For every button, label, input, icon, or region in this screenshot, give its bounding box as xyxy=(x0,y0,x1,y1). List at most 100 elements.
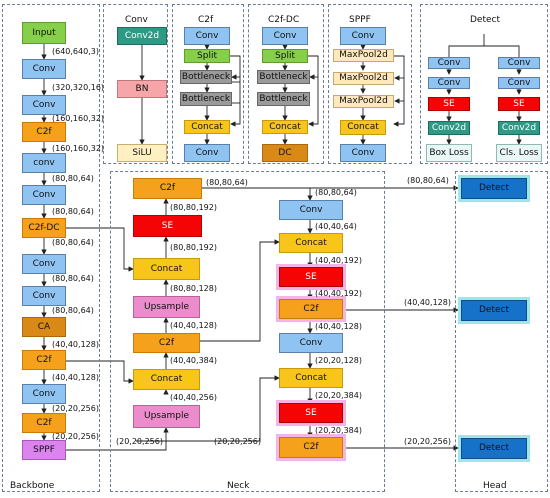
backbone-conv-3: conv xyxy=(22,153,66,173)
backbone-title: Backbone xyxy=(10,481,55,491)
neck-left-label: (40,40,384) xyxy=(170,356,217,365)
detect-module-conv-r1: Conv xyxy=(498,57,540,69)
detect-module-se-right: SE xyxy=(498,97,540,111)
backbone-c2f-3: C2f xyxy=(22,413,66,433)
head-title: Head xyxy=(483,481,507,491)
neck-concat-right-1: Concat xyxy=(279,233,343,253)
backbone-sppf: SPPF xyxy=(22,440,66,460)
backbone-ca: CA xyxy=(22,317,66,337)
neck-se-right-1: SE xyxy=(279,267,343,287)
neck-right-label: (40,40,128) xyxy=(315,322,362,331)
neck-title: Neck xyxy=(227,481,250,491)
backbone-label: (40,40,128) xyxy=(52,340,99,349)
sppf-module-title: SPPF xyxy=(349,15,371,25)
c2fdc-module-title: C2f-DC xyxy=(268,15,300,25)
neck-right-label: (80,80,64) xyxy=(315,188,357,197)
backbone-label: (160,160,32) xyxy=(52,114,105,123)
neck-concat-right-2: Concat xyxy=(279,368,343,388)
neck-c2f-right-1: C2f xyxy=(279,299,343,319)
backbone-panel xyxy=(2,4,100,492)
sppf-module-maxpool-2: MaxPool2d xyxy=(333,72,394,85)
c2f-module-bottleneck-2: Bottleneck xyxy=(180,92,232,106)
backbone-label: (80,80,64) xyxy=(52,238,94,247)
neck-panel xyxy=(110,171,385,492)
head-detect-3: Detect xyxy=(461,438,527,459)
neck-left-label: (80,80,192) xyxy=(170,203,217,212)
backbone-conv-7: Conv xyxy=(22,384,66,404)
detect-module-conv-l2: Conv xyxy=(428,77,470,89)
c2f-module-title: C2f xyxy=(198,15,214,25)
sppf-module-maxpool-1: MaxPool2d xyxy=(333,49,394,62)
c2fdc-module-split: Split xyxy=(262,49,308,63)
backbone-label: (80,80,64) xyxy=(52,207,94,216)
neck-left-label: (40,40,256) xyxy=(170,393,217,402)
c2f-module-conv-bottom: Conv xyxy=(184,144,230,162)
sppf-module-maxpool-3: MaxPool2d xyxy=(333,95,394,108)
neck-se-right-2: SE xyxy=(279,403,343,423)
head-detect-2: Detect xyxy=(461,300,527,321)
neck-left-label: (20,20,256) xyxy=(116,437,163,446)
neck-upsample-1: Upsample xyxy=(133,296,200,318)
neck-concat-left-2: Concat xyxy=(133,369,200,390)
neck-c2f-right-2: C2f xyxy=(279,437,343,458)
c2f-module-conv-top: Conv xyxy=(184,27,230,45)
head-label: (80,80,64) xyxy=(407,176,449,185)
backbone-label: (80,80,64) xyxy=(52,174,94,183)
backbone-label: (160,160,32) xyxy=(52,144,105,153)
sppf-module-conv-top: Conv xyxy=(340,27,386,45)
detect-module-cls-loss: Cls. Loss xyxy=(496,144,542,162)
conv-module-title: Conv xyxy=(125,15,148,25)
neck-c2f-top: C2f xyxy=(133,178,202,199)
backbone-label: (20,20,256) xyxy=(52,404,99,413)
backbone-input: Input xyxy=(22,22,66,44)
detect-module-conv2d-right: Conv2d xyxy=(498,121,540,135)
neck-left-label: (80,80,128) xyxy=(170,284,217,293)
backbone-label: (40,40,128) xyxy=(52,373,99,382)
neck-c2f-left: C2f xyxy=(133,333,200,353)
conv-module-bn: BN xyxy=(117,80,167,98)
backbone-c2f-2: C2f xyxy=(22,350,66,370)
detect-module-se-left: SE xyxy=(428,97,470,111)
neck-conv-right-2: Conv xyxy=(279,333,343,353)
c2fdc-module-bottleneck-1: Bottleneck xyxy=(257,70,310,84)
detect-module-conv2d-left: Conv2d xyxy=(428,121,470,135)
sppf-module-concat: Concat xyxy=(340,120,386,135)
neck-top-label: (80,80,64) xyxy=(206,178,248,187)
neck-right-label: (40,40,64) xyxy=(315,222,357,231)
c2f-module-concat: Concat xyxy=(184,120,230,134)
backbone-label: (80,80,64) xyxy=(52,306,94,315)
neck-left-label: (40,40,128) xyxy=(170,321,217,330)
detect-module-conv-r2: Conv xyxy=(498,77,540,89)
backbone-label: (20,20,256) xyxy=(52,432,99,441)
c2fdc-module-concat: Concat xyxy=(262,120,308,134)
neck-concat-left-1: Concat xyxy=(133,258,200,280)
conv-module-conv2d: Conv2d xyxy=(117,27,167,45)
backbone-conv-5: Conv xyxy=(22,254,66,274)
backbone-label: (80,80,64) xyxy=(52,274,94,283)
backbone-conv-1: Conv xyxy=(22,59,66,79)
backbone-c2f-1: C2f xyxy=(22,122,66,142)
backbone-conv-4: Conv xyxy=(22,185,66,205)
neck-entry-label: (20,20,256) xyxy=(214,437,261,446)
neck-left-label: (80,80,192) xyxy=(170,243,217,252)
c2f-module-bottleneck-1: Bottleneck xyxy=(180,70,232,84)
c2f-module-panel xyxy=(172,4,244,164)
detect-module-conv-l1: Conv xyxy=(428,57,470,69)
conv-module-silu: SiLU xyxy=(117,144,167,162)
neck-right-label: (20,20,128) xyxy=(315,356,362,365)
detect-module-title: Detect xyxy=(470,15,501,25)
neck-right-label: (40,40,192) xyxy=(315,256,362,265)
head-label: (40,40,128) xyxy=(404,298,451,307)
neck-right-label: (20,20,384) xyxy=(315,391,362,400)
backbone-label: (640,640,3) xyxy=(52,47,99,56)
neck-right-label: (20,20,384) xyxy=(315,426,362,435)
neck-conv-right-1: Conv xyxy=(279,200,343,220)
c2fdc-module-panel xyxy=(248,4,324,164)
detect-module-box-loss: Box Loss xyxy=(426,144,472,162)
c2f-module-split: Split xyxy=(184,49,230,63)
sppf-module-conv-bottom: Conv xyxy=(340,144,386,162)
conv-module-panel xyxy=(103,4,168,164)
neck-right-label: (40,40,192) xyxy=(315,289,362,298)
head-label: (20,20,256) xyxy=(404,437,451,446)
